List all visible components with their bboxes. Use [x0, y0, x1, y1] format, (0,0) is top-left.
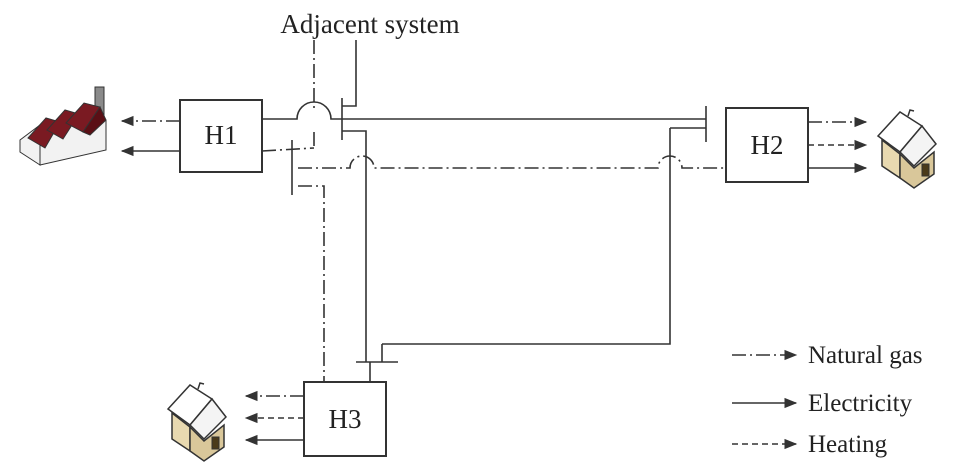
hub-h2: H2	[725, 107, 809, 183]
legend: Natural gas Electricity Heating	[732, 342, 923, 458]
hub-h3: H3	[303, 381, 387, 457]
adjacent-system-title: Adjacent system	[280, 9, 459, 39]
h1-outputs	[120, 115, 180, 157]
legend-electricity-label: Electricity	[808, 390, 913, 417]
hub-h1-label: H1	[205, 120, 238, 150]
house-icon	[166, 382, 227, 462]
legend-heating-label: Heating	[808, 431, 888, 458]
h2-outputs	[808, 116, 868, 174]
hub-h3-label: H3	[329, 404, 362, 434]
legend-heating: Heating	[732, 431, 888, 458]
hub-h2-label: H2	[751, 130, 784, 160]
house-icon	[876, 109, 937, 189]
factory-icon	[19, 86, 107, 166]
network-lines	[261, 40, 726, 382]
legend-natural-gas: Natural gas	[732, 342, 923, 369]
h3-outputs	[244, 390, 304, 446]
legend-electricity: Electricity	[732, 390, 913, 417]
legend-natural-gas-label: Natural gas	[808, 342, 923, 369]
hub-h1: H1	[179, 99, 263, 173]
